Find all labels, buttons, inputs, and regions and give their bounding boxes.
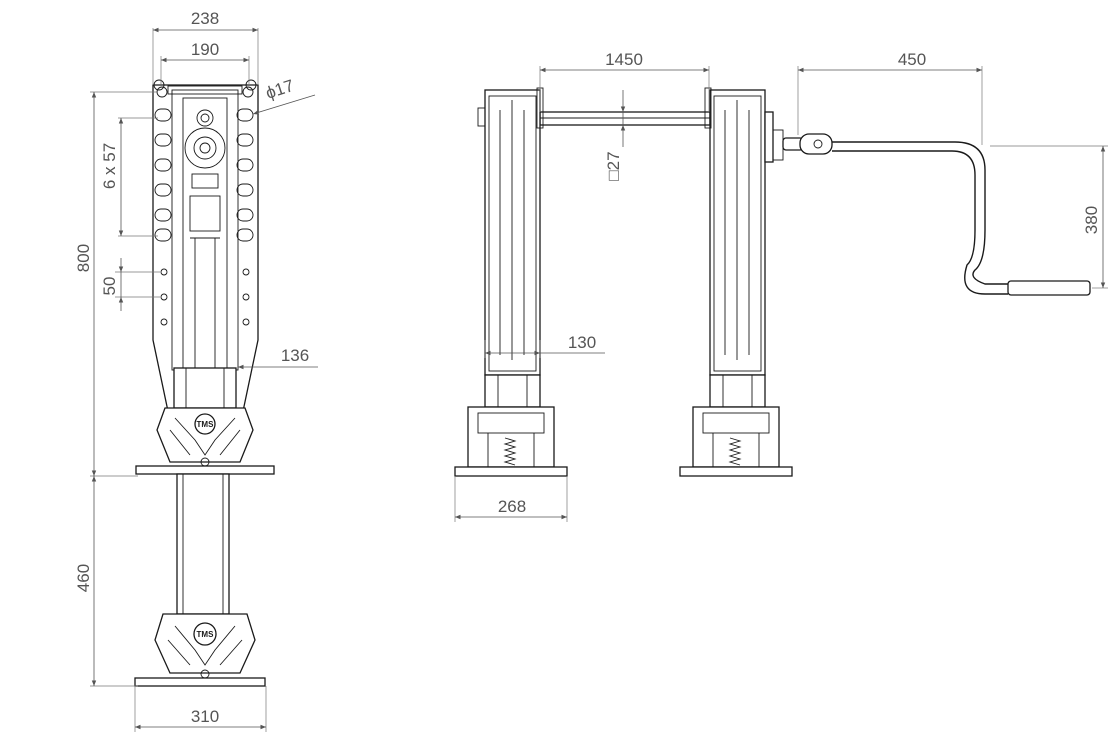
logo-upper: TMS xyxy=(197,420,215,429)
dim-268: 268 xyxy=(498,497,526,516)
dim-1450: 1450 xyxy=(605,50,643,69)
footplate-upper xyxy=(135,465,275,475)
dim-190: 190 xyxy=(191,40,219,59)
crank-handle xyxy=(782,133,1091,296)
dim-800: 800 xyxy=(74,244,93,272)
dim-50: 50 xyxy=(100,277,119,296)
logo-lower: TMS xyxy=(197,630,215,639)
dim-130: 130 xyxy=(568,333,596,352)
footplate-lower xyxy=(134,677,266,687)
dim-380: 380 xyxy=(1082,206,1101,234)
dim-310: 310 xyxy=(191,707,219,726)
collar xyxy=(173,367,237,409)
foot-upper xyxy=(156,407,254,463)
front-view: TMS TMS xyxy=(134,79,275,687)
dim-6x57: 6 x 57 xyxy=(100,143,119,189)
gearbox xyxy=(184,127,226,169)
cross-shaft xyxy=(539,111,711,126)
left-leg xyxy=(454,87,568,477)
dim-sq27: □27 xyxy=(604,151,623,180)
dim-450: 450 xyxy=(898,50,926,69)
extension-tube xyxy=(176,473,230,615)
dim-phi17: ϕ17 xyxy=(263,76,296,103)
dim-460: 460 xyxy=(74,564,93,592)
side-dimensions: 1450 □27 130 268 450 380 xyxy=(454,50,1108,522)
dim-238: 238 xyxy=(191,9,219,28)
gearbox-side xyxy=(764,111,774,163)
side-view xyxy=(454,87,1091,477)
dim-136: 136 xyxy=(281,346,309,365)
right-leg xyxy=(679,87,793,477)
